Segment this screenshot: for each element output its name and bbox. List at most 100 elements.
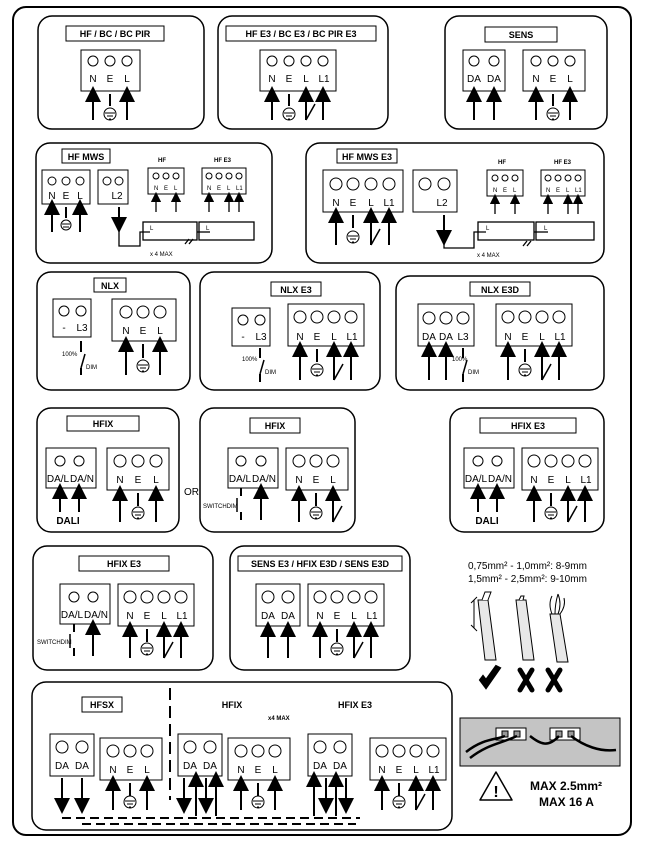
- terminal-l1: L1: [176, 611, 188, 622]
- terminal-l3: L3: [457, 332, 469, 343]
- terminal-e: E: [556, 188, 560, 194]
- max-note: x 4 MAX: [150, 252, 173, 258]
- panel-title: HF MWS: [68, 152, 105, 162]
- terminal-l: L: [157, 326, 163, 337]
- panel-title: HFSX: [90, 700, 114, 710]
- terminal-da-l: DA/L: [61, 610, 84, 621]
- svg-text:!: !: [493, 784, 498, 801]
- panel-title: HF E3 / BC E3 / BC PIR E3: [245, 29, 356, 39]
- panel-title: SENS E3 / HFIX E3D / SENS E3D: [251, 559, 390, 569]
- box-l-label: L: [206, 226, 210, 232]
- panel-title: SENS: [509, 30, 534, 40]
- terminal-n: N: [530, 475, 537, 486]
- terminal-block-illustration: [459, 717, 621, 767]
- max-note: x 4 MAX: [477, 253, 500, 259]
- earth-icon: [282, 107, 296, 121]
- terminal-e: E: [164, 186, 168, 192]
- panel-hf-bc: HF / BC / BC PIR N E L: [37, 15, 205, 130]
- panel-title: NLX: [101, 281, 119, 291]
- terminal-da: DA: [75, 761, 89, 772]
- terminal-l: L: [174, 186, 178, 192]
- terminal-da-l: DA/L: [229, 474, 252, 485]
- earth-icon: [346, 230, 360, 244]
- terminal-e: E: [127, 765, 134, 776]
- terminal-n: N: [89, 74, 96, 85]
- terminal-n: N: [126, 611, 133, 622]
- earth-icon: [544, 506, 558, 520]
- terminal-l2: L2: [111, 191, 123, 202]
- terminal-da-l: DA/L: [465, 474, 488, 485]
- box-l-label: L: [486, 226, 490, 232]
- panel-hf-e3: HF E3 / BC E3 / BC PIR E3 N E L L1: [217, 15, 389, 130]
- dim-label: DIM: [265, 370, 276, 376]
- terminal-l: L: [331, 332, 337, 343]
- terminal-e: E: [144, 611, 151, 622]
- terminal-l: L: [565, 475, 571, 486]
- panel-hf-mws: HF MWS N E L L2 HF HF E3 N E L: [35, 142, 273, 264]
- panel-hfix-e3-switch: HFIX E3 DA/L DA/N N E L L1 SWITCHD: [32, 545, 214, 671]
- earth-icon: [330, 642, 344, 656]
- terminal-l: L: [272, 765, 278, 776]
- earth-icon: [136, 359, 150, 373]
- terminal-l1: L1: [346, 332, 358, 343]
- terminal-n: N: [316, 611, 323, 622]
- wire-spec-line-1: 0,75mm² - 1,0mm²: 8-9mm: [468, 561, 587, 572]
- terminal-n: N: [532, 74, 539, 85]
- terminal-da: DA: [333, 761, 347, 772]
- terminal-l: L: [77, 191, 83, 202]
- terminal-l3: L3: [255, 332, 267, 343]
- earth-icon: [546, 107, 560, 121]
- panel-hfsx: HFSX HFIX HFIX E3 x4 MAX DA DA N E L DA …: [31, 681, 453, 831]
- hf-label: HF: [158, 158, 166, 164]
- terminal-l1: L1: [580, 475, 592, 486]
- terminal-n: N: [122, 326, 129, 337]
- dim-label: DIM: [86, 365, 97, 371]
- hfix-e3-label: HFIX E3: [338, 700, 372, 710]
- terminal-da: DA: [261, 611, 275, 622]
- warning-ratings: ! MAX 2.5mm² MAX 16 A: [479, 771, 602, 809]
- wire-stripped-ok-icon: [470, 591, 497, 661]
- terminal-da: DA: [203, 761, 217, 772]
- hf-e3-label: HF E3: [554, 160, 572, 166]
- panel-sens-e3: SENS E3 / HFIX E3D / SENS E3D DA DA N E …: [229, 545, 411, 671]
- terminal-l2: L2: [436, 198, 448, 209]
- terminal-l3: L3: [76, 323, 88, 334]
- terminal-e: E: [286, 74, 293, 85]
- terminal-l: L: [144, 765, 150, 776]
- terminal-e: E: [550, 74, 557, 85]
- terminal-n: N: [504, 332, 511, 343]
- panel-hfix-dali: HFIX DA/L DA/N N E L DALI: [36, 407, 180, 533]
- terminal-l: L: [368, 198, 374, 209]
- panel-title: NLX E3: [280, 285, 312, 295]
- terminal-l: L: [566, 188, 570, 194]
- terminal-n: N: [48, 191, 55, 202]
- panel-title: HF / BC / BC PIR: [80, 29, 151, 39]
- pct-label: 100%: [62, 352, 78, 358]
- panel-hf-mws-e3: HF MWS E3 N E L L1 L2 HF HF E3 N: [305, 142, 605, 264]
- terminal-minus: -: [62, 323, 65, 334]
- terminal-e: E: [350, 198, 357, 209]
- panel-title: HF MWS E3: [342, 152, 392, 162]
- wire-spec: 0,75mm² - 1,0mm²: 8-9mm 1,5mm² - 2,5mm²:…: [468, 561, 587, 693]
- terminal-e: E: [334, 611, 341, 622]
- terminal-l1: L1: [318, 74, 330, 85]
- or-text: OR: [184, 487, 199, 498]
- terminal-l: L: [513, 188, 517, 194]
- terminal-l: L: [351, 611, 357, 622]
- panel-title: HFIX: [93, 419, 114, 429]
- terminal-n: N: [546, 188, 550, 194]
- terminal-da-n: DA/N: [70, 474, 94, 485]
- terminal-l1: L1: [236, 186, 243, 192]
- terminal-l1: L1: [383, 198, 395, 209]
- check-icon: [478, 664, 502, 690]
- terminal-e: E: [217, 186, 221, 192]
- terminal-e: E: [313, 475, 320, 486]
- earth-icon: [140, 642, 154, 656]
- hf-e3-label: HF E3: [214, 158, 232, 164]
- terminal-n: N: [295, 475, 302, 486]
- terminal-l: L: [161, 611, 167, 622]
- wire-short-icon: [515, 595, 535, 661]
- earth-icon: [518, 363, 532, 377]
